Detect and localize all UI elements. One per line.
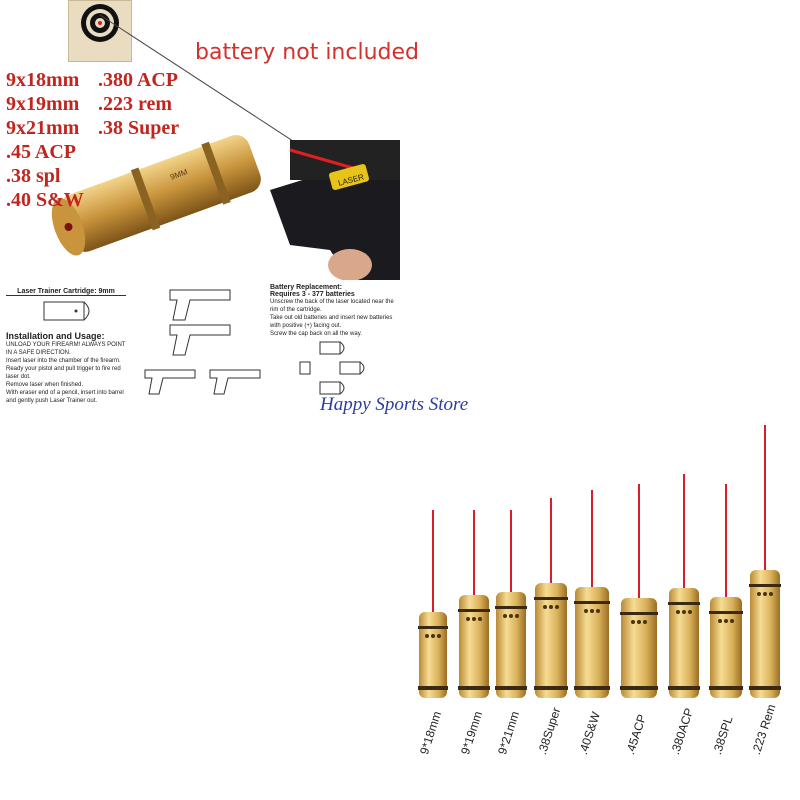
caliber-list-right: .380 ACP .223 rem .38 Super [98, 68, 179, 140]
bullet-body [535, 583, 567, 698]
step: UNLOAD YOUR FIREARM! ALWAYS POINT IN A S… [6, 342, 126, 356]
caliber: .40 S&W [6, 189, 84, 211]
pistol-diagrams [144, 289, 261, 395]
caliber: .380 ACP [98, 69, 178, 91]
step: Remove laser when finished. [6, 382, 84, 388]
bullet-body [710, 597, 742, 698]
caliber: 9x19mm [6, 93, 80, 115]
store-watermark: Happy Sports Store [320, 394, 469, 415]
step: Ready your pistol and pull trigger to fi… [6, 366, 121, 380]
battery-title: Battery Replacement: [270, 284, 342, 291]
step: Take out old batteries and insert new ba… [270, 315, 393, 329]
step: Unscrew the back of the laser located ne… [270, 299, 394, 313]
cartridge-diagram [43, 301, 90, 321]
bullet-body [669, 588, 699, 698]
bullet-2 [495, 510, 527, 698]
bullet-body [621, 598, 657, 698]
bullet-body [575, 587, 609, 698]
laser-cartridge-hero-image: LASER [51, 14, 400, 280]
bullet-1 [458, 510, 490, 698]
bullet-0 [418, 510, 448, 698]
instructions-heading: Installation and Usage: [6, 331, 105, 341]
step: Screw the cap back on all the way. [270, 331, 362, 337]
caliber: .38 Super [98, 117, 180, 139]
caliber: 9x18mm [6, 69, 80, 91]
caliber: .38 spl [6, 165, 61, 187]
installation-instructions: Laser Trainer Cartridge: 9mm Installatio… [6, 288, 126, 405]
bullet-body [419, 612, 447, 698]
bullet-6 [668, 474, 700, 698]
battery-instructions: Battery Replacement: Requires 3 - 377 ba… [270, 284, 398, 403]
instructions-title: Laser Trainer Cartridge: 9mm [6, 288, 126, 296]
bullet-3 [534, 498, 568, 698]
bullet-5 [620, 484, 658, 698]
caliber: .223 rem [98, 93, 173, 115]
bullet-8 [749, 425, 781, 698]
bullet-4 [574, 490, 610, 698]
bullet-body [750, 570, 780, 698]
caliber: 9x21mm [6, 117, 80, 139]
bullet-body [459, 595, 489, 698]
battery-notice: battery not included [195, 40, 419, 65]
caliber-list-left: 9x18mm 9x19mm 9x21mm .45 ACP .38 spl .40… [6, 68, 84, 212]
note: With eraser end of a pencil, insert into… [6, 390, 124, 404]
battery-diagram [299, 341, 365, 395]
battery-subtitle: Requires 3 - 377 batteries [270, 291, 355, 298]
bullet-7 [709, 484, 743, 698]
bullet-body [496, 592, 526, 698]
step: Insert laser into the chamber of the fir… [6, 358, 121, 364]
shooting-target-image [68, 0, 132, 62]
caliber: .45 ACP [6, 141, 76, 163]
